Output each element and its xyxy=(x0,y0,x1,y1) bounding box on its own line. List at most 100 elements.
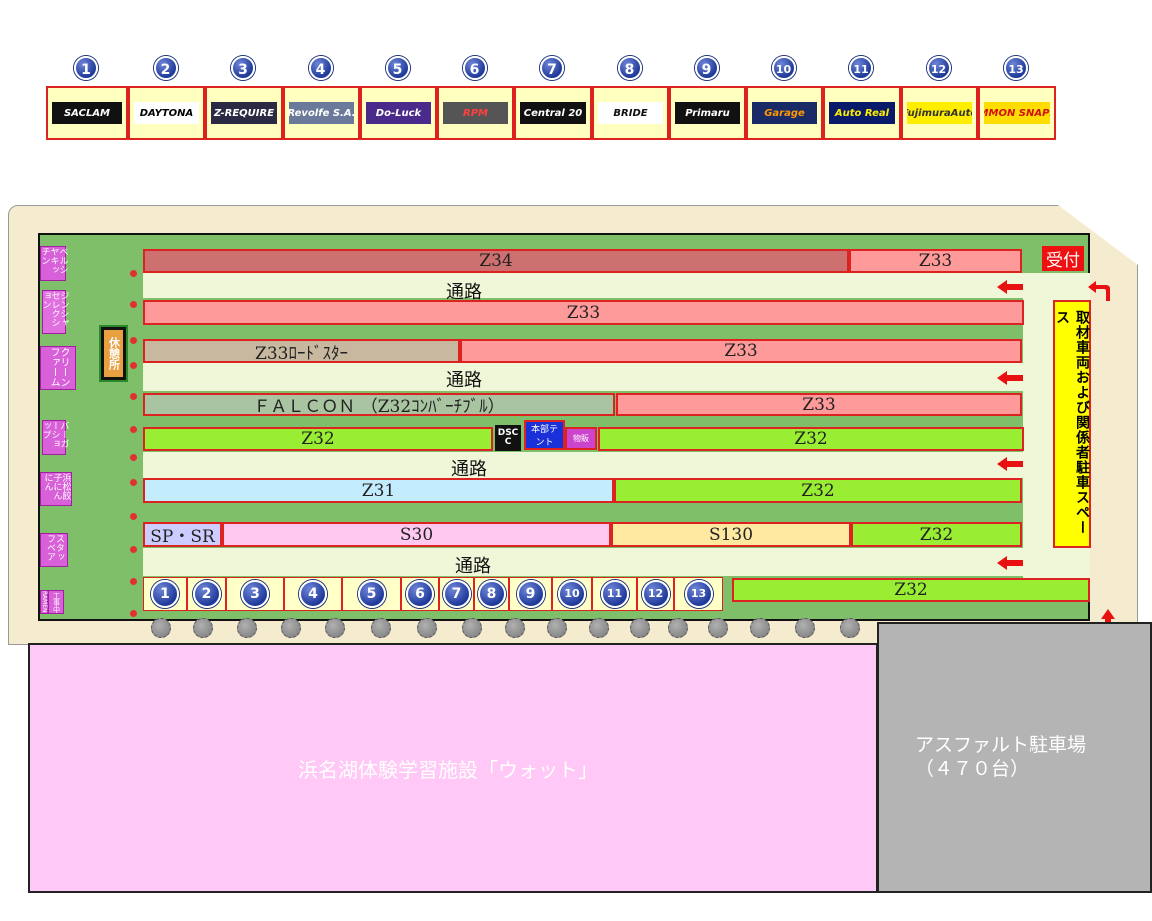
shop-spot: 7 xyxy=(439,577,474,611)
sponsor-logo-cell: COMMON SNAPPER xyxy=(978,86,1056,140)
sponsor-number-badge: 2 xyxy=(153,56,178,80)
sponsor-logo: Central 20 xyxy=(519,102,587,124)
vendor-booth: バーガーショップ xyxy=(41,420,69,455)
sponsor-number-badge: 8 xyxy=(617,56,642,80)
tree xyxy=(371,618,391,638)
spot-number-badge: 9 xyxy=(516,580,545,608)
aisle-strip-1 xyxy=(143,273,1023,298)
sponsor-logo-cell: FujimuraAuto xyxy=(901,86,978,140)
sponsor-number-badge: 7 xyxy=(540,56,564,80)
sponsor-number-badge: 1 xyxy=(74,56,98,80)
fence-post-marker xyxy=(130,479,137,486)
direction-arrow-left-icon xyxy=(997,280,1023,294)
parking-lot-label: アスファルト駐車場 （４７０台） xyxy=(915,734,1087,780)
reception: 受付 xyxy=(1042,246,1084,271)
zone-s130: S130 xyxy=(611,522,851,547)
shop-spot: 6 xyxy=(401,577,439,611)
tree xyxy=(547,618,567,638)
sponsor-logo: RPM xyxy=(442,102,509,124)
direction-arrow-left-icon xyxy=(997,371,1023,385)
aisle-label: 通路 xyxy=(451,459,487,480)
fence-post-marker xyxy=(130,362,137,369)
shop-spot: 13 xyxy=(674,577,723,611)
tree xyxy=(668,618,688,638)
fence-post-marker xyxy=(130,454,137,461)
zone-z33: Z33 xyxy=(616,393,1022,416)
sponsor-number-badge: 13 xyxy=(1004,56,1028,80)
aisle-strip-2 xyxy=(143,363,1023,391)
aisle-strip-4 xyxy=(143,548,1023,576)
tree xyxy=(630,618,650,638)
building-watt: 浜名湖体験学習施設「ウォット」 xyxy=(28,643,878,893)
spot-number-badge: 3 xyxy=(241,580,269,608)
aisle-label: 通路 xyxy=(446,282,482,303)
hq-tent: 本部テント xyxy=(524,420,565,450)
shop-spot: 9 xyxy=(509,577,552,611)
aisle-label: 通路 xyxy=(455,556,491,577)
direction-arrow-left-icon xyxy=(997,457,1023,471)
zone-z34: Z34 xyxy=(143,249,849,273)
sponsor-logo-cell: Z-REQUIRE xyxy=(205,86,283,140)
fence-post-marker xyxy=(130,301,137,308)
tree xyxy=(325,618,345,638)
sponsor-logo-cell: DAYTONA xyxy=(128,86,205,140)
zone-s30: S30 xyxy=(222,522,611,547)
vendor-booth: 浜松餃子にんにん xyxy=(40,472,72,506)
sponsor-logo-cell: Auto Real xyxy=(823,86,901,140)
sponsor-logo: BRIDE xyxy=(597,102,664,124)
sponsor-number-badge: 12 xyxy=(926,56,951,80)
zone-sp-sr: SP・SR xyxy=(143,522,222,547)
zone-z33-roadster: Z33ﾛｰﾄﾞｽﾀｰ xyxy=(143,339,460,364)
aisle-label: 通路 xyxy=(446,370,482,391)
tree xyxy=(151,618,171,638)
shop-spot: 5 xyxy=(342,577,401,611)
fence-post-marker xyxy=(130,393,137,400)
spot-number-badge: 7 xyxy=(442,580,471,608)
rest-area: 休憩所 xyxy=(99,325,128,382)
vendor-booth: RAMEN xyxy=(40,590,48,614)
tree xyxy=(708,618,728,638)
sponsor-number-badge: 4 xyxy=(308,56,333,80)
tree xyxy=(193,618,213,638)
zone-z32: Z32 xyxy=(732,578,1090,602)
sponsor-logo: FujimuraAuto xyxy=(906,102,973,124)
shop-spot: 3 xyxy=(226,577,284,611)
sponsor-logo-cell: BRIDE xyxy=(592,86,669,140)
zone-z32: Z32 xyxy=(851,522,1022,547)
sponsor-logo-cell: Garage xyxy=(746,86,823,140)
shop-spot: 2 xyxy=(187,577,226,611)
sponsor-logo-cell: RPM xyxy=(437,86,514,140)
vendor-booth: 工事中 xyxy=(48,590,64,614)
direction-arrow-left-icon xyxy=(997,556,1023,570)
aisle-strip-3 xyxy=(143,452,1023,478)
sponsor-logo: Revolfe S.A. xyxy=(288,102,355,124)
tree xyxy=(417,618,437,638)
sponsor-logo: Do-Luck xyxy=(365,102,432,124)
zone-z33: Z33 xyxy=(849,249,1022,273)
sponsor-number-badge: 6 xyxy=(462,56,487,80)
fence-post-marker xyxy=(130,610,137,617)
shop-spot: 12 xyxy=(637,577,674,611)
spot-number-badge: 8 xyxy=(477,580,506,608)
sponsor-logo: COMMON SNAPPER xyxy=(983,102,1051,124)
fence-post-marker xyxy=(130,426,137,433)
sponsor-logo: SACLAM xyxy=(51,102,123,124)
shop-spot: 11 xyxy=(592,577,637,611)
sponsor-logo-cell: Central 20 xyxy=(514,86,592,140)
spot-number-badge: 6 xyxy=(406,580,434,608)
vendor-booth: ジンシャセレクション xyxy=(41,290,69,334)
fence-post-marker xyxy=(130,513,137,520)
shop-spot: 10 xyxy=(552,577,592,611)
sponsor-logo: Z-REQUIRE xyxy=(210,102,278,124)
vendor-booth: スタッフベア xyxy=(40,533,68,567)
spot-number-badge: 1 xyxy=(151,580,179,608)
tree xyxy=(237,618,257,638)
sponsor-logo: Primaru xyxy=(674,102,741,124)
sponsor-number-badge: 10 xyxy=(771,56,796,80)
sponsor-logo-cell: Do-Luck xyxy=(360,86,437,140)
sponsor-logo-cell: Primaru xyxy=(669,86,746,140)
zone-z32: Z32 xyxy=(143,427,493,451)
sponsor-number-badge: 5 xyxy=(385,56,410,80)
spot-number-badge: 2 xyxy=(192,580,221,608)
tree xyxy=(589,618,609,638)
